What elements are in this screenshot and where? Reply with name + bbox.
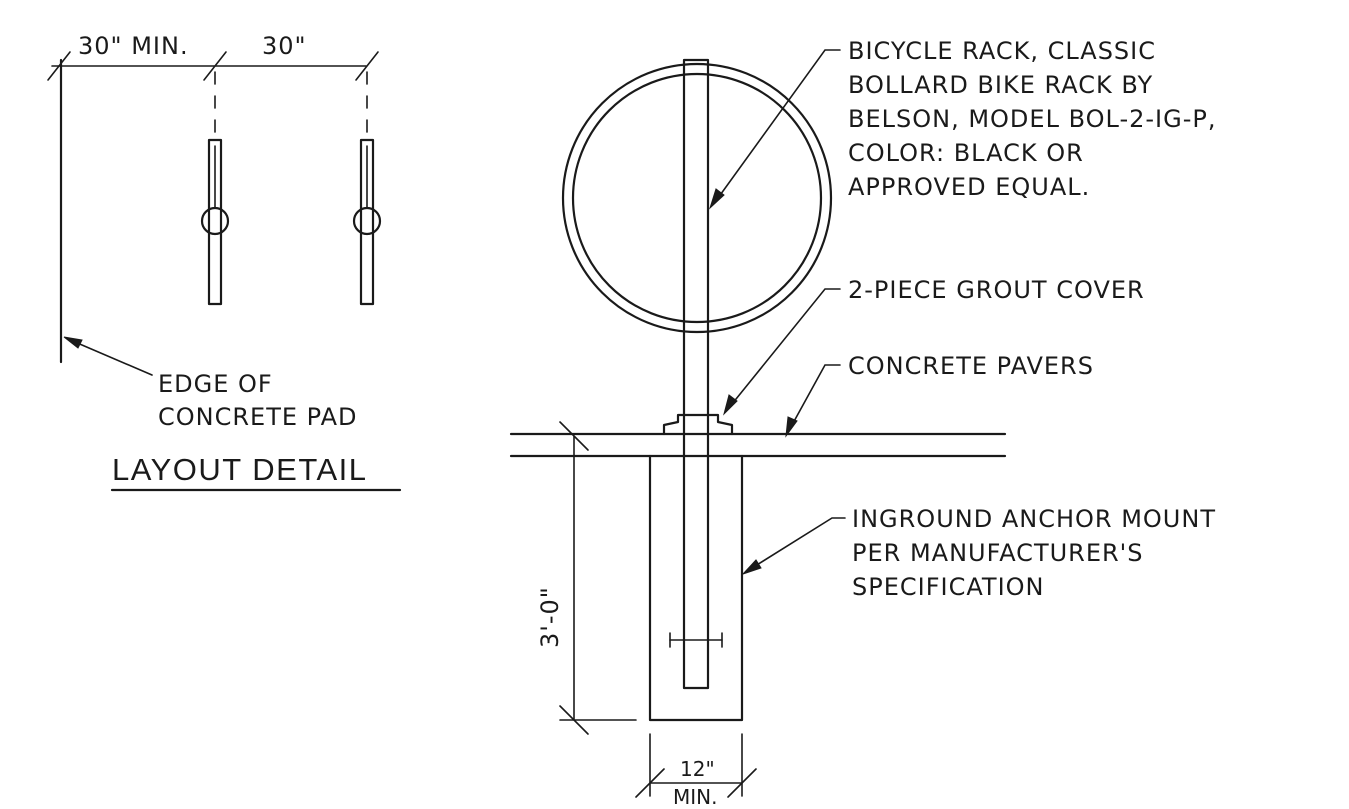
rack-note-line5: APPROVED EQUAL. [848, 173, 1090, 201]
width-dim-tick-left [635, 768, 665, 798]
rack-note-leader [717, 49, 841, 199]
edge-leader-arrow [63, 336, 83, 349]
width-dim-label: 12" [680, 757, 715, 781]
anchor-note-line3: SPECIFICATION [852, 573, 1044, 601]
edge-note-line2: CONCRETE PAD [158, 403, 358, 431]
pavers-note-arrow [785, 416, 798, 438]
rack-note-line2: BOLLARD BIKE RACK BY [848, 71, 1153, 99]
edge-leader [74, 341, 153, 376]
depth-dim-label: 3'-0" [536, 586, 564, 648]
grout-note-arrow [723, 394, 738, 416]
layout-dim-tick-mid [203, 51, 227, 81]
anchor-note-line1: INGROUND ANCHOR MOUNT [852, 505, 1216, 533]
rack2-plan [352, 138, 382, 306]
grout-note-leader [731, 288, 841, 405]
rack-hoop-outer [561, 62, 833, 334]
grout-cover [662, 413, 734, 436]
edge-note-line1: EDGE OF [158, 370, 273, 398]
rack-hoop-inner [571, 72, 823, 324]
rack-post [682, 58, 710, 690]
width-dim-min-label: MIN. [673, 785, 717, 809]
layout-detail-title: LAYOUT DETAIL [112, 452, 368, 487]
width-dim-tick-right [727, 768, 757, 798]
layout-detail: 30" MIN. 30" EDGE OF CONCRETE PAD LAYOUT… [47, 32, 402, 492]
depth-dim-tick-bottom [559, 705, 589, 735]
anchor-note-arrow [742, 559, 762, 575]
rack-note-arrow [708, 188, 725, 210]
layout-dim-tick-right [355, 51, 379, 81]
layout-dim-tick-left [47, 51, 71, 81]
anchor-note-leader [751, 517, 846, 569]
rack1-plan [200, 138, 230, 306]
section-detail: 3'-0" 12" MIN. BICYCLE RACK, CLASSIC BOL… [509, 37, 1217, 809]
layout-dim-right-label: 30" [262, 32, 307, 60]
layout-dim-left-label: 30" MIN. [78, 32, 189, 60]
rack-note-line4: COLOR: BLACK OR [848, 139, 1084, 167]
pavers-note-leader [791, 364, 841, 426]
rack-note-line1: BICYCLE RACK, CLASSIC [848, 37, 1156, 65]
grout-note: 2-PIECE GROUT COVER [848, 276, 1145, 304]
depth-dim-tick-top [559, 421, 589, 451]
pavers-note: CONCRETE PAVERS [848, 352, 1094, 380]
rack-note-line3: BELSON, MODEL BOL-2-IG-P, [848, 105, 1217, 133]
anchor-note-line2: PER MANUFACTURER'S [852, 539, 1144, 567]
footing-outline [648, 454, 744, 722]
